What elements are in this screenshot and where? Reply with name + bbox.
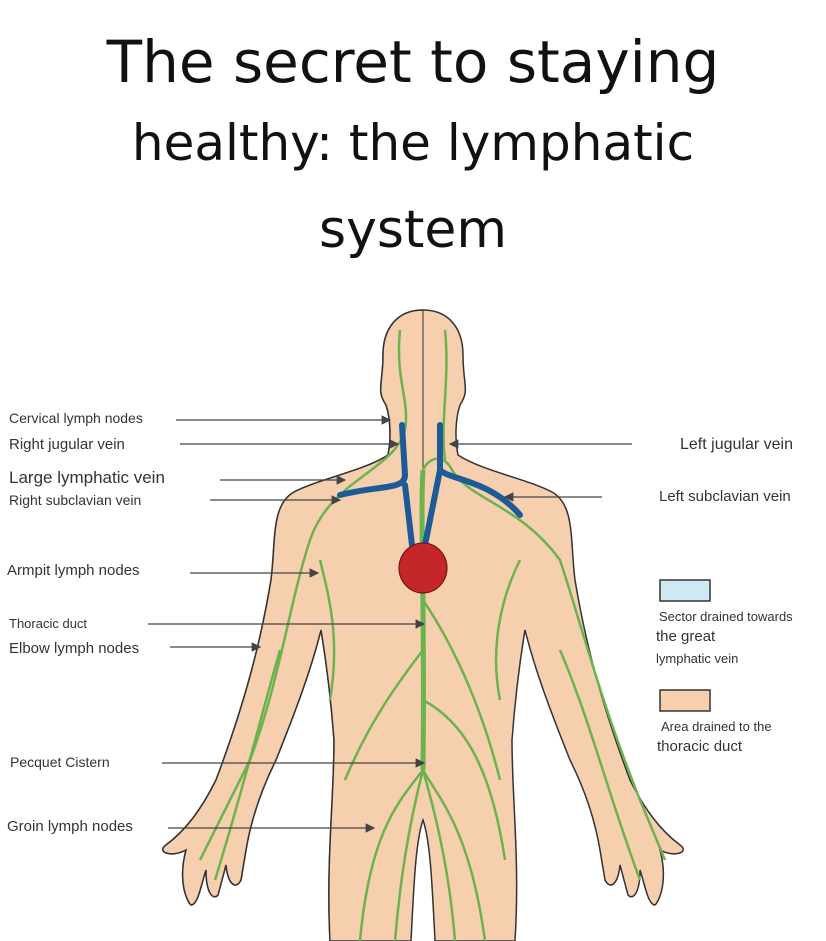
label-large-lymphatic: Large lymphatic vein [9, 468, 165, 487]
heart [398, 542, 448, 594]
label-pecquet: Pecquet Cistern [10, 754, 110, 770]
title-line-1: The secret to staying [106, 28, 720, 96]
legend-blue-line3: lymphatic vein [656, 651, 739, 666]
label-thoracic-duct: Thoracic duct [9, 616, 88, 631]
label-elbow: Elbow lymph nodes [9, 640, 140, 657]
legend-blue-line1: Sector drained towards [659, 609, 793, 624]
lymph-vessels [198, 329, 667, 941]
label-groin: Groin lymph nodes [7, 818, 133, 835]
legend-swatch-blue [659, 579, 711, 602]
label-left-jugular: Left jugular vein [680, 436, 793, 453]
veins [337, 422, 523, 548]
label-cervical: Cervical lymph nodes [9, 410, 143, 426]
legend-peach-line1: Area drained to the [661, 719, 772, 734]
legend-swatch-peach [659, 689, 711, 712]
legend-peach-line2: thoracic duct [657, 738, 743, 755]
title-line-2: healthy: the lymphatic [131, 114, 695, 172]
legend-blue-line2: the great [656, 628, 716, 645]
label-armpit: Armpit lymph nodes [7, 562, 140, 579]
label-right-subclavian: Right subclavian vein [9, 492, 142, 508]
label-right-jugular: Right jugular vein [9, 436, 125, 453]
label-left-subclavian: Left subclavian vein [659, 488, 791, 505]
title-line-3: system [319, 200, 507, 260]
pointer-lines [148, 415, 632, 833]
